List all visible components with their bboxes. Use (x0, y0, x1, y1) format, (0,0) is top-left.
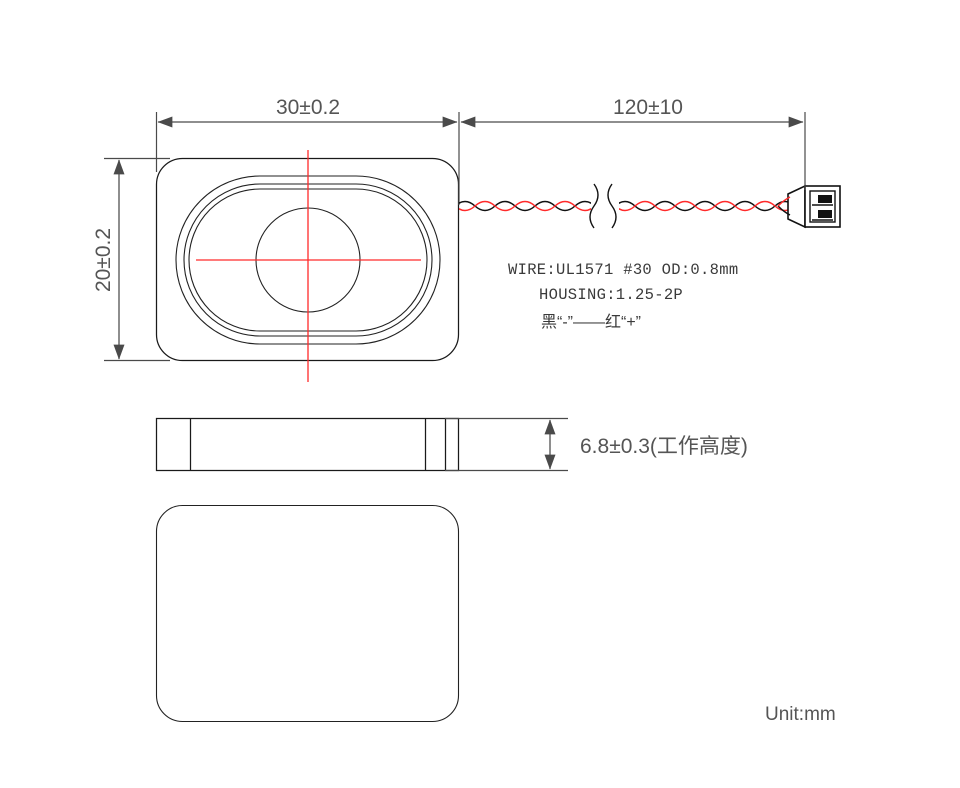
break-symbol-right (607, 183, 617, 229)
wire-positive-tail (777, 196, 791, 207)
connector-housing (787, 184, 841, 229)
dimension-label-wire-length: 120±10 (613, 96, 683, 119)
twisted-wire-right (619, 200, 794, 212)
note-housing-spec: HOUSING:1.25-2P (539, 286, 683, 304)
connector-inner-frame (809, 190, 836, 223)
note-polarity: 黑“-”——红“+” (541, 313, 641, 331)
break-symbol-left (589, 183, 599, 229)
notes-block: WIRE:UL1571 #30 OD:0.8mm HOUSING:1.25-2P… (508, 261, 738, 331)
twisted-wire-left (459, 200, 591, 212)
wire-negative-right (619, 200, 794, 212)
connector-boot (787, 184, 806, 229)
wire-positive-right (619, 200, 794, 212)
unit-label: Unit:mm (765, 704, 836, 725)
front-view-group: 30±0.2 20±0.2 (92, 96, 460, 382)
connector-pin-2 (818, 210, 832, 218)
note-wire-spec: WIRE:UL1571 #30 OD:0.8mm (508, 261, 738, 279)
bottom-view-group (155, 504, 460, 723)
dimension-label-height: 20±0.2 (92, 228, 115, 292)
dimension-label-width: 30±0.2 (276, 96, 340, 119)
wire-assembly-group: 120±10 (459, 96, 841, 229)
bottom-view-outline (155, 504, 460, 723)
wire-positive-left (459, 200, 591, 212)
wire-negative-tail (777, 205, 791, 216)
side-view-body-outline (155, 417, 460, 472)
connector-pin-1 (818, 195, 832, 203)
side-view-group: 6.8±0.3(工作高度) (155, 417, 748, 472)
dimension-label-thickness: 6.8±0.3(工作高度) (580, 435, 748, 458)
